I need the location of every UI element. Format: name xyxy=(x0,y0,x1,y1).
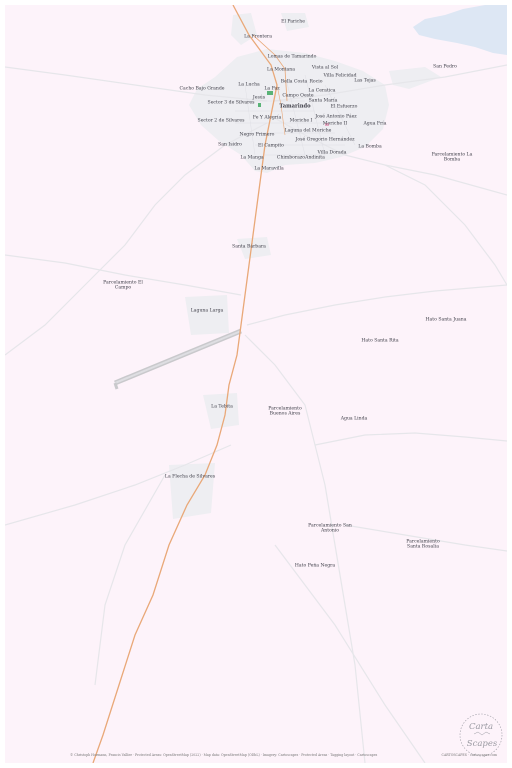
road-minor xyxy=(384,164,507,286)
place-label: Parcelamiento El Campo xyxy=(103,280,143,291)
place-label: El Campito xyxy=(258,143,284,149)
park xyxy=(267,91,273,95)
place-label: Laguna del Moriche xyxy=(284,128,332,134)
road-minor xyxy=(246,284,507,326)
place-label: Hato Santa Rita xyxy=(361,338,399,344)
secondary-road xyxy=(252,34,288,102)
place-label: José Gregorio Hernández xyxy=(295,137,355,143)
place-label: José Antonio Páez xyxy=(315,114,357,120)
settlement-area xyxy=(169,463,215,519)
street xyxy=(304,74,326,156)
street xyxy=(324,84,356,146)
place-label: La Montana xyxy=(267,67,295,73)
place-label: Sector 3 de Silvares xyxy=(207,100,255,106)
place-label: La Frontera xyxy=(244,34,272,40)
park xyxy=(325,123,329,126)
place-label: Moriche II xyxy=(322,121,348,127)
place-label: Villa Felicidad xyxy=(323,73,357,79)
place-label: Negro Primero xyxy=(239,132,275,138)
place-label: Parcelamiento La Bomba xyxy=(431,152,473,163)
place-label: Parcelamiento Santa Rosalía xyxy=(406,539,440,550)
park xyxy=(258,103,261,107)
road-minor xyxy=(244,334,366,763)
place-label: La Flecha de Silvares xyxy=(164,474,216,480)
svg-text:Scapes: Scapes xyxy=(467,739,498,749)
place-label: Jesús xyxy=(252,95,266,101)
road-minor xyxy=(5,122,268,356)
road-minor xyxy=(5,444,232,526)
road-minor xyxy=(344,524,507,552)
place-label: Campo Oeste xyxy=(282,93,314,99)
place-label: Bella Costa xyxy=(280,79,308,85)
place-label: Agua Linda xyxy=(340,416,368,422)
place-label: La Manga xyxy=(240,155,264,161)
place-label: La Tebita xyxy=(211,404,233,410)
place-label: La Bomba xyxy=(358,144,382,150)
place-label: Chimborazo xyxy=(276,155,306,161)
svg-text:Carta: Carta xyxy=(469,722,493,732)
place-label: La Ceratica xyxy=(308,88,336,94)
place-label: Villa Dorada xyxy=(317,150,347,156)
place-label: Parcelamiento San Antonio xyxy=(308,523,352,534)
place-label: Sector 2 de Silvares xyxy=(197,118,245,124)
settlement-area xyxy=(203,393,239,429)
place-label: Santa Bárbara xyxy=(232,244,266,250)
place-label: Laguna Larga xyxy=(190,308,224,314)
place-label: Moriche I xyxy=(289,118,313,124)
street xyxy=(244,84,256,156)
street xyxy=(284,74,306,156)
place-label: Lomas de Tamarindo xyxy=(267,54,317,60)
place-label: Hato Santa Juana xyxy=(425,317,467,323)
road-minor xyxy=(274,544,426,763)
place-label: Agua Fría xyxy=(363,121,387,127)
place-label: Cacho Bajo Grande xyxy=(179,86,225,92)
publisher-credit: CARTOSCAPES · cartoscapes.com xyxy=(441,753,497,757)
map-base-layer xyxy=(5,5,507,763)
place-label: Santa María xyxy=(308,98,338,104)
secondary-road xyxy=(276,84,286,136)
place-label: Rocio xyxy=(309,79,323,85)
map-attribution: © Christoph Hormann, Francis Vallier · P… xyxy=(70,753,378,757)
map-canvas[interactable]: El Pariche La Frontera Lomas de Tamarind… xyxy=(5,5,507,763)
airstrip xyxy=(113,328,242,390)
place-label: Hato Peña Negra xyxy=(294,563,336,569)
cartoscapes-logo: Carta Scapes xyxy=(459,713,503,757)
settlement-area xyxy=(281,13,309,31)
town-label: Tamarindo xyxy=(279,103,311,110)
settlement-area xyxy=(237,237,271,259)
place-label: El Esfuerzo xyxy=(330,104,358,110)
road-minor xyxy=(5,66,268,102)
main-highway xyxy=(92,5,278,763)
place-label: El Pariche xyxy=(281,19,305,25)
road-minor xyxy=(272,64,507,102)
place-label: San Pedro xyxy=(433,64,457,70)
place-label: San Isidro xyxy=(218,142,242,148)
settlement-area xyxy=(389,67,441,89)
place-label: Parcelamiento Buenos Aires xyxy=(268,406,302,417)
place-label: La Paz xyxy=(264,86,280,92)
place-label: Las Tejas xyxy=(354,78,376,84)
road-minor xyxy=(314,432,507,446)
water-body xyxy=(413,5,507,55)
settlement-area xyxy=(185,295,229,335)
road-minor xyxy=(5,254,242,296)
place-label: Andinita xyxy=(305,155,325,161)
road-minor xyxy=(94,474,166,686)
place-label: La Maravilla xyxy=(254,166,284,172)
place-label: La Lucha xyxy=(238,82,260,88)
place-label: Vista al Sol xyxy=(311,65,339,71)
place-label: Fe Y Alegría xyxy=(252,115,282,121)
